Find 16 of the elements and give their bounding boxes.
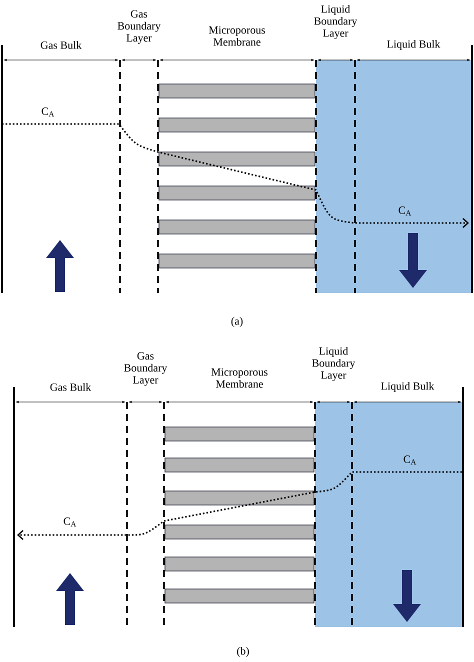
region-label: Microporous Membrane [208, 26, 265, 46]
region-label: Liquid Bulk [381, 382, 434, 392]
concentration-label: C$_{A}$ [404, 456, 416, 464]
concentration-label: C$_{A}$ [64, 518, 76, 526]
region-label: Gas Boundary Layer [118, 10, 161, 44]
region-label: Gas Boundary Layer [124, 352, 168, 386]
region-label: Liquid Boundary Layer [312, 347, 356, 381]
region-label: Gas Bulk [50, 383, 92, 391]
concentration-label: C$_{A}$ [398, 206, 412, 216]
concentration-label: C$_{A}$ [42, 108, 54, 116]
region-label: Microporous Membrane [211, 368, 268, 388]
region-label: Gas Bulk [40, 41, 82, 49]
panel-caption: (a) [231, 317, 243, 327]
panel-caption: (b) [237, 647, 249, 657]
region-label: Liquid Bulk [387, 40, 440, 50]
region-label: Liquid Boundary Layer [314, 5, 358, 39]
